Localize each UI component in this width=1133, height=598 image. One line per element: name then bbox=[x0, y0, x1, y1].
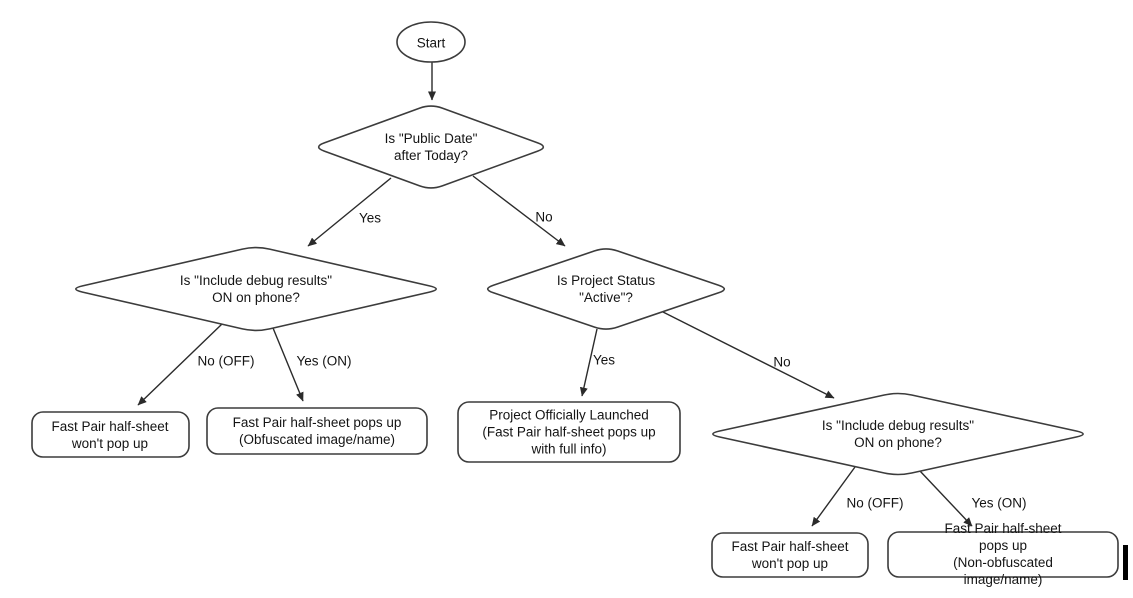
right-no-popup-shape bbox=[711, 532, 869, 578]
left-obfuscated-shape bbox=[206, 407, 428, 455]
public-date-decision-shape bbox=[317, 105, 545, 189]
edge-debug-right-no-off bbox=[811, 466, 856, 527]
edge-debug-left-yes-on bbox=[272, 327, 304, 402]
start-node-shape bbox=[396, 21, 466, 63]
edge-public-date-no bbox=[472, 175, 566, 247]
project-status-decision-shape bbox=[486, 248, 726, 330]
right-non-obfuscated-shape bbox=[887, 531, 1119, 578]
edge-debug-right-yes-on bbox=[919, 470, 973, 527]
edge-debug-left-no-off bbox=[137, 323, 223, 406]
launched-shape bbox=[457, 401, 681, 463]
text-cursor bbox=[1123, 545, 1128, 580]
edge-public-date-yes bbox=[307, 177, 392, 247]
debug-right-decision-shape bbox=[712, 392, 1084, 476]
edge-project-status-yes bbox=[579, 328, 598, 397]
left-no-popup-shape bbox=[31, 411, 190, 458]
debug-left-decision-shape bbox=[75, 246, 437, 332]
edge-project-status-no bbox=[662, 311, 835, 399]
